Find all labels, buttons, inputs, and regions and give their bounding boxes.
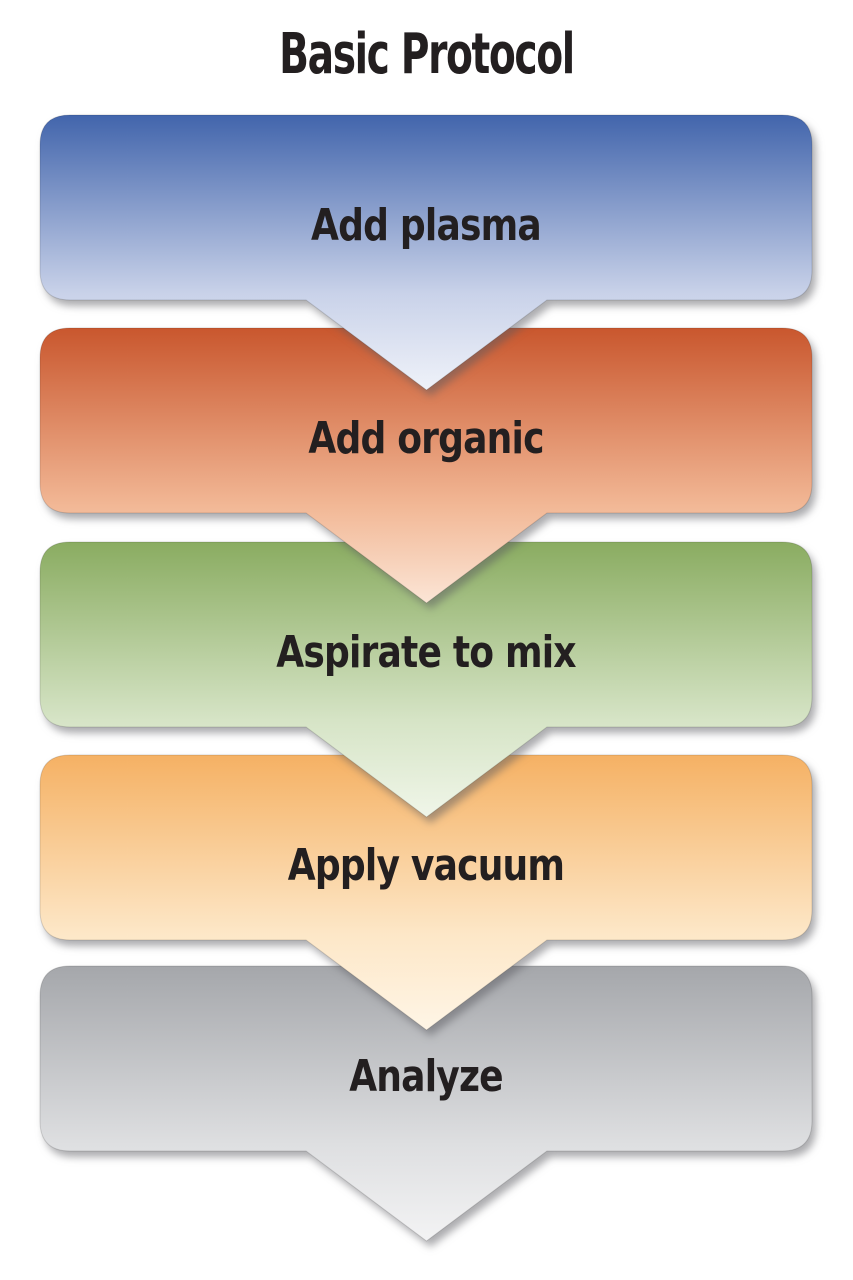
down-arrow-shape [39, 754, 813, 1031]
step-label: Aspirate to mix [276, 627, 576, 678]
down-arrow-shape [39, 327, 813, 604]
step-add-plasma: Add plasma [39, 114, 813, 391]
chevron-down-icon [39, 754, 813, 1031]
step-label: Add plasma [311, 200, 542, 251]
step-aspirate-to-mix: Aspirate to mix [39, 541, 813, 818]
chevron-down-icon [39, 965, 813, 1242]
down-arrow-shape [39, 114, 813, 391]
down-arrow-shape [39, 541, 813, 818]
step-add-organic: Add organic [39, 327, 813, 604]
step-apply-vacuum: Apply vacuum [39, 754, 813, 1031]
chevron-down-icon [39, 327, 813, 604]
step-label: Analyze [349, 1051, 503, 1102]
chevron-down-icon [39, 114, 813, 391]
chevron-down-icon [39, 541, 813, 818]
down-arrow-shape [39, 965, 813, 1242]
diagram-title: Basic Protocol [279, 22, 575, 87]
step-analyze: Analyze [39, 965, 813, 1242]
step-label: Apply vacuum [287, 840, 565, 891]
step-label: Add organic [308, 413, 544, 464]
